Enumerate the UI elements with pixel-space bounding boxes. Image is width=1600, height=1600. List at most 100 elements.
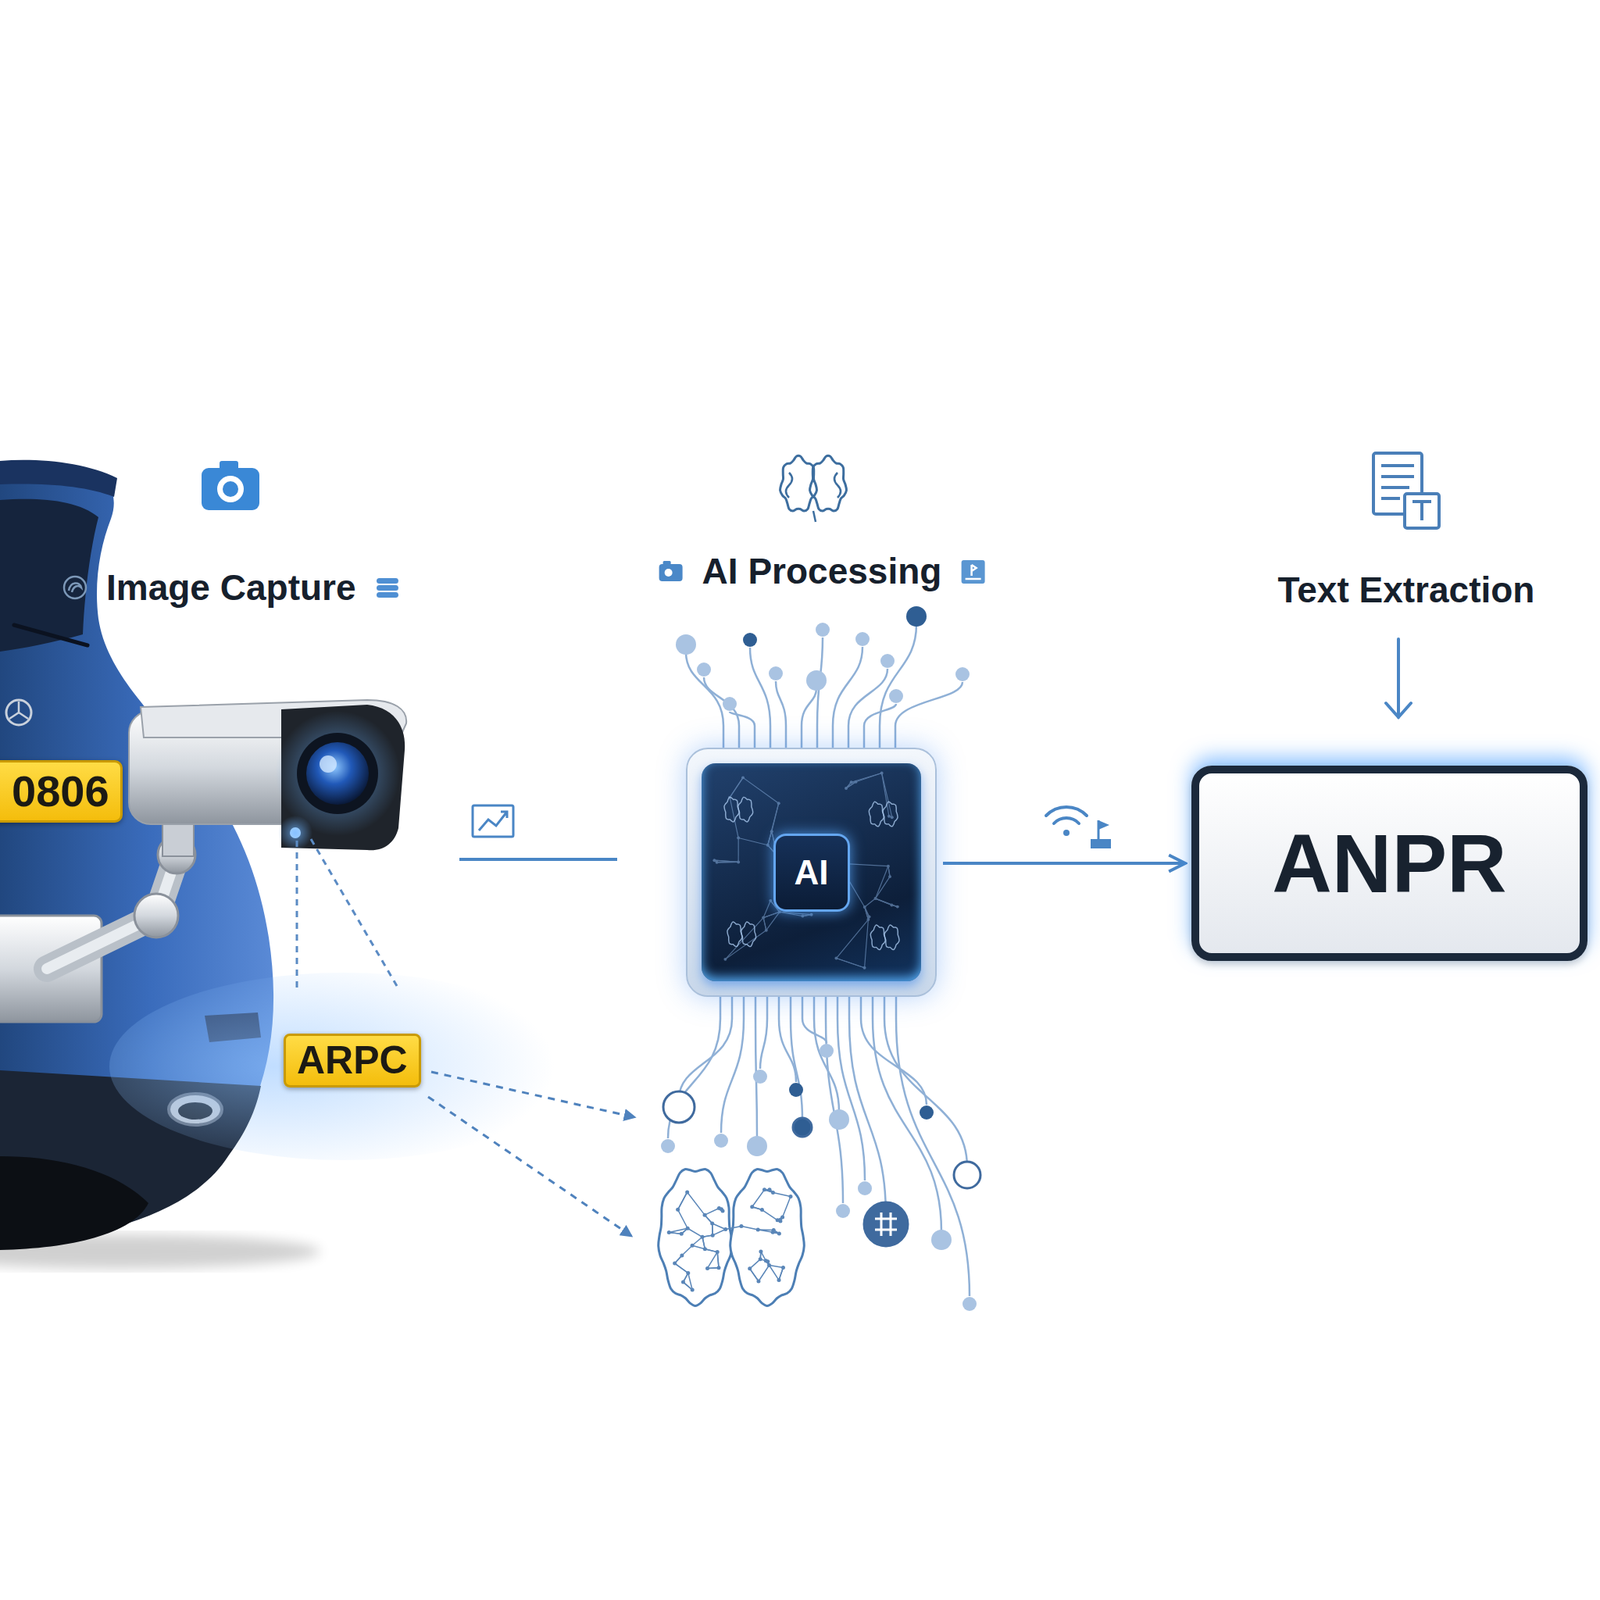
neural-brain (685, 1189, 690, 1194)
chip-pattern (875, 898, 893, 905)
chip-pattern (763, 911, 780, 918)
neural-brain (761, 1210, 778, 1221)
circuit-traces (755, 996, 758, 1139)
document-icon (1412, 501, 1432, 521)
circuit-traces (955, 667, 970, 682)
neural-brain (710, 1233, 715, 1238)
neural-brain (682, 1245, 693, 1256)
chip-pattern (882, 801, 898, 827)
label-icon (659, 564, 683, 582)
neural-brain (681, 1280, 686, 1285)
down-arrow (1396, 639, 1400, 718)
neural-brain (668, 1228, 688, 1233)
neural-brain (750, 1204, 754, 1209)
circuit-traces (753, 1069, 768, 1084)
camera-icon (201, 467, 260, 511)
circuit-traces (889, 689, 904, 704)
chip-pattern (738, 838, 768, 846)
light-beam (109, 972, 579, 1161)
chip-pattern (835, 958, 865, 968)
chip-pattern (889, 903, 893, 908)
neural-brain (756, 1279, 761, 1284)
neural-brain (692, 1245, 705, 1250)
car (0, 499, 99, 652)
chip-pattern (896, 905, 900, 909)
neural-brain (710, 1221, 715, 1226)
chip-pattern (729, 777, 743, 797)
chip-pattern (717, 861, 740, 864)
neural-brain (777, 1278, 782, 1283)
wifi-icon (1046, 807, 1087, 816)
chip-pattern (768, 899, 772, 903)
neural-brain (675, 1263, 689, 1273)
label-icon (68, 582, 82, 593)
chip-pattern (863, 905, 867, 909)
chip-pattern (766, 843, 770, 847)
chip-pattern (729, 777, 743, 797)
signal-icon (1098, 820, 1110, 830)
neural-brain (762, 1187, 767, 1192)
chip-pattern (854, 780, 858, 784)
chip-pattern (835, 958, 865, 968)
chip-pattern (770, 829, 774, 833)
neural-brain (675, 1263, 689, 1273)
neural-brain (750, 1268, 759, 1282)
circuit-traces (815, 622, 830, 637)
chip-pattern (866, 917, 870, 922)
neural-brain (667, 1187, 793, 1292)
circuit-traces (742, 632, 758, 647)
chip-pattern (810, 913, 814, 917)
stage-label-group: Text Extraction (1278, 568, 1536, 611)
cctv-camera (319, 755, 337, 773)
chip-pattern (850, 780, 854, 784)
chip-pattern (736, 836, 740, 840)
chip-pattern (712, 771, 899, 970)
chip-pattern (725, 917, 764, 960)
flow-arrow (942, 861, 1186, 865)
neural-brain (690, 1243, 695, 1248)
circuit-traces (817, 637, 823, 748)
neural-brain (678, 1209, 689, 1229)
car (14, 625, 88, 646)
neural-brain (703, 1246, 708, 1251)
chip-pattern (887, 814, 891, 818)
neural-brain (685, 1271, 690, 1275)
circuit-traces (896, 996, 970, 1297)
circuit-traces (801, 688, 817, 748)
neural-brain (675, 1207, 680, 1212)
chip-pattern (864, 907, 869, 920)
neural-brain (778, 1267, 783, 1280)
circuit-traces (931, 1229, 952, 1250)
neural-brain (771, 1190, 775, 1195)
chip-pattern (888, 875, 892, 879)
camera-icon (217, 475, 244, 503)
neural-brain (667, 1230, 672, 1235)
wifi-icon (1046, 807, 1087, 836)
circuit-traces (778, 996, 797, 1083)
label-icon (64, 576, 86, 599)
neural-brain (782, 1196, 791, 1218)
chip-pattern (880, 771, 884, 775)
cctv-camera (278, 815, 313, 850)
down-arrow (1385, 639, 1411, 718)
chip-pattern (779, 911, 804, 916)
chip-pattern (875, 876, 891, 899)
cctv-camera (296, 840, 299, 991)
neural-brain (767, 1263, 772, 1268)
neural-brain (769, 1264, 779, 1280)
neural-brain (772, 1192, 791, 1197)
chip-pattern (763, 917, 767, 931)
label-icon (664, 568, 673, 577)
cctv-camera (296, 732, 379, 815)
chip-pattern (886, 864, 890, 868)
circuit-traces (919, 1105, 934, 1120)
neural-brain (679, 1253, 684, 1258)
camera-icon (222, 481, 239, 497)
circuit-traces (895, 682, 963, 748)
brain-icon (780, 455, 847, 522)
neural-brain (719, 1207, 724, 1211)
brain-icon (785, 472, 841, 522)
neural-brain (757, 1228, 774, 1231)
neural-brain (750, 1259, 761, 1269)
